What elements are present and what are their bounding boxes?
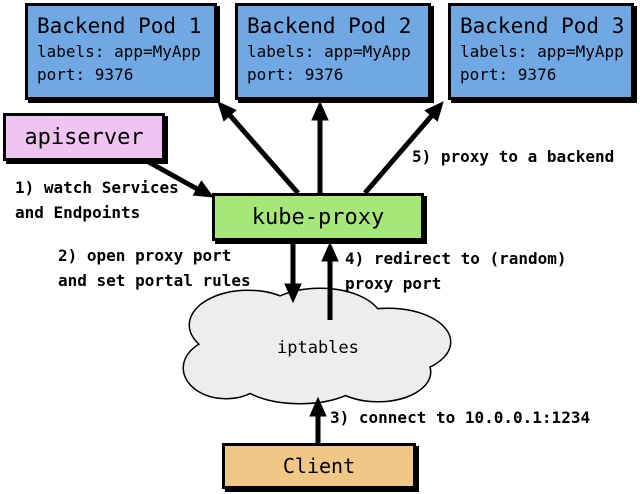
kube-proxy-label: kube-proxy [251,204,385,230]
backend-pod-1-title: Backend Pod 1 [37,14,202,38]
backend-pod-1-box: Backend Pod 1 labels: app=MyApp port: 93… [25,3,217,100]
annotation-step3: 3) connect to 10.0.0.1:1234 [330,408,591,427]
annotation-step4: 4) redirect to (random) proxy port [345,249,567,293]
backend-pod-2-port: port: 9376 [247,65,344,84]
backend-pod-1-labels: labels: app=MyApp [37,42,201,61]
annotation-step5: 5) proxy to a backend [412,147,615,166]
iptables-label: iptables [277,338,359,358]
backend-pod-3-box: Backend Pod 3 labels: app=MyApp port: 93… [448,3,634,100]
backend-pod-1-port: port: 9376 [37,65,134,84]
arrow-kube-proxy-to-pod1 [217,101,300,195]
client-box: Client [222,443,416,489]
backend-pod-2-box: Backend Pod 2 labels: app=MyApp port: 93… [235,3,431,100]
apiserver-box: apiserver [3,113,165,161]
kube-proxy-box: kube-proxy [212,193,424,241]
arrow-step2-kube-proxy-to-iptables [284,240,302,304]
backend-pod-3-title: Backend Pod 3 [460,14,625,38]
backend-pod-2-labels: labels: app=MyApp [247,42,411,61]
annotation-step1: 1) watch Services and Endpoints [15,178,179,222]
arrow-step5-kube-proxy-to-pod3 [363,101,444,195]
backend-pod-3-port: port: 9376 [460,65,557,84]
client-label: Client [282,454,356,478]
arrow-step4-iptables-to-kube-proxy [321,241,339,320]
backend-pod-3-labels: labels: app=MyApp [460,42,624,61]
annotation-step2: 2) open proxy port and set portal rules [58,246,251,290]
arrow-step1-apiserver-to-kube-proxy [143,157,215,198]
arrow-step3-client-to-iptables [309,396,327,444]
arrow-kube-proxy-to-pod2 [311,100,329,193]
apiserver-label: apiserver [24,124,144,150]
backend-pod-2-title: Backend Pod 2 [247,14,412,38]
iptables-cloud [182,287,452,405]
